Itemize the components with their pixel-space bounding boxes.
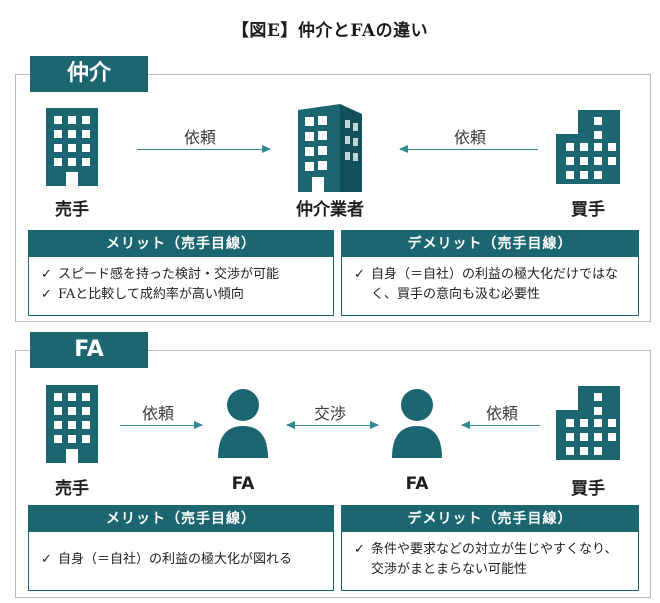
demerit-line: 条件や要求などの対立が生じやすくなり、 — [371, 542, 618, 557]
demerit-panel: デメリット（売手目線） ✓ 条件や要求などの対立が生じやすくなり、 交渉がまとまら… — [341, 505, 639, 591]
request-label: 依頼 — [453, 128, 486, 147]
office-building-icon — [46, 385, 98, 463]
buyer-label: 買手 — [571, 200, 605, 220]
request-label: 依頼 — [141, 404, 174, 423]
demerit-text: ✓ 自身（＝自社）の利益の極大化だけではな く、買手の意向も汲む必要性 — [342, 257, 638, 305]
stepped-building-icon — [556, 386, 620, 460]
fa-section-tab: FA — [30, 332, 148, 368]
buyer-label: 買手 — [571, 479, 605, 499]
request-label: 依頼 — [183, 128, 216, 147]
check-icon: ✓ — [41, 287, 52, 302]
seller-label: 売手 — [55, 200, 89, 220]
merit-header: メリット（売手目線） — [29, 231, 333, 257]
office-building-icon — [46, 108, 98, 186]
person-icon — [392, 389, 442, 458]
intermediary-label: 仲介業者 — [296, 200, 364, 220]
person-icon — [218, 389, 268, 458]
request-arrow — [399, 145, 538, 153]
merit-item: ✓スピード感を持った検討・交渉が可能 — [41, 265, 323, 285]
seller-label: 売手 — [55, 479, 89, 499]
merit-item: ✓FAと比較して成約率が高い傾向 — [41, 285, 323, 305]
request-arrow — [137, 145, 271, 153]
fa-label: FA — [405, 474, 429, 494]
negotiation-arrow — [286, 421, 379, 429]
check-icon: ✓ — [41, 267, 52, 282]
merit-panel: メリット（売手目線） ✓自身（＝自社）の利益の極大化が図れる — [28, 505, 334, 591]
demerit-header: デメリット（売手目線） — [342, 506, 638, 532]
merit-item: ✓自身（＝自社）の利益の極大化が図れる — [41, 550, 323, 570]
request-arrow — [120, 421, 203, 429]
demerit-header: デメリット（売手目線） — [342, 231, 638, 257]
demerit-line: く、買手の意向も汲む必要性 — [371, 287, 541, 302]
merit-list: ✓スピード感を持った検討・交渉が可能 ✓FAと比較して成約率が高い傾向 — [29, 257, 333, 305]
merit-panel: メリット（売手目線） ✓スピード感を持った検討・交渉が可能 ✓FAと比較して成約… — [28, 230, 334, 316]
demerit-line: 自身（＝自社）の利益の極大化だけではな — [371, 267, 619, 282]
office-tower-icon — [298, 104, 362, 192]
merit-list: ✓自身（＝自社）の利益の極大化が図れる — [29, 532, 333, 570]
merit-header: メリット（売手目線） — [29, 506, 333, 532]
intermediary-section-tab: 仲介 — [30, 56, 148, 92]
fa-label: FA — [231, 474, 255, 494]
request-label: 依頼 — [485, 404, 518, 423]
figure-title: 【図E】仲介とFAの違い — [231, 21, 429, 41]
demerit-panel: デメリット（売手目線） ✓ 自身（＝自社）の利益の極大化だけではな く、買手の意向… — [341, 230, 639, 316]
check-icon: ✓ — [354, 267, 365, 282]
check-icon: ✓ — [354, 542, 365, 557]
stepped-building-icon — [556, 110, 620, 184]
negotiation-label: 交渉 — [313, 404, 346, 423]
check-icon: ✓ — [41, 552, 52, 567]
demerit-line: 交渉がまとまらない可能性 — [371, 562, 528, 577]
demerit-text: ✓ 条件や要求などの対立が生じやすくなり、 交渉がまとまらない可能性 — [342, 532, 638, 580]
request-arrow — [461, 421, 540, 429]
